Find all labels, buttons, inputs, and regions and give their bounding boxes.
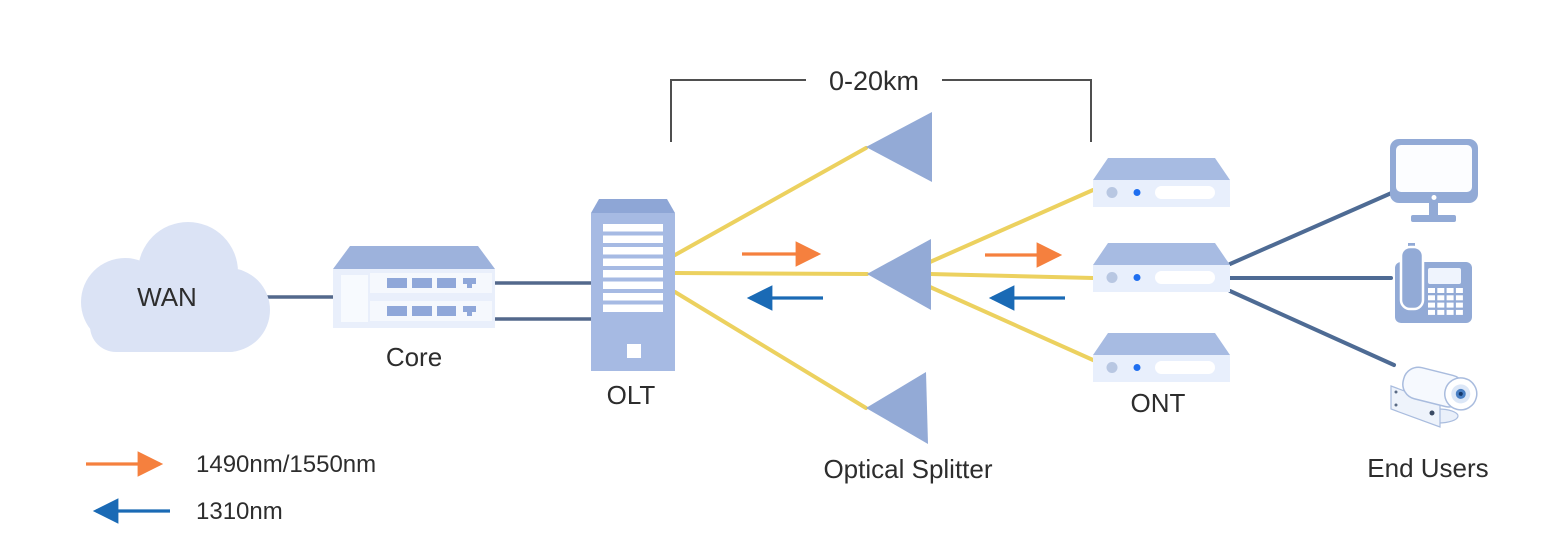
camera-body (1402, 366, 1478, 411)
ip-phone-icon (1395, 243, 1472, 323)
ont-led-2 (1133, 274, 1141, 281)
splitter-label: Optical Splitter (823, 454, 992, 484)
core-switch-icon (333, 246, 495, 328)
phone-display (1428, 268, 1461, 284)
legend: 1490nm/1550nm 1310nm (86, 451, 376, 525)
eth-ont-monitor (1228, 189, 1398, 266)
phone-keypad (1428, 288, 1463, 315)
fiber-olt-splitter-top (673, 146, 868, 257)
fiber-splitter-ont-2 (928, 272, 1095, 280)
end-users-label: End Users (1367, 453, 1488, 483)
cctv-camera-icon (1390, 366, 1478, 428)
distance-label: 0-20km (829, 66, 919, 96)
eth-ont-camera (1228, 289, 1396, 367)
ont-box-icon-2 (1093, 243, 1230, 292)
wan-cloud-icon: WAN (81, 222, 270, 352)
ont-led-3 (1133, 364, 1141, 371)
ont-label: ONT (1131, 388, 1186, 418)
core-ports-row-1 (387, 278, 476, 288)
fiber-olt-splitter-bottom (673, 290, 868, 410)
fiber-splitter-ont-3 (928, 285, 1095, 362)
fiber-splitter-ont-1 (928, 188, 1095, 264)
monitor-icon (1390, 139, 1478, 222)
core-ports-row-2 (387, 306, 476, 316)
phone-handset (1399, 245, 1425, 311)
olt-chassis-icon (591, 199, 675, 371)
optical-splitter-icon-mid (867, 239, 931, 310)
legend-downstream-label: 1490nm/1550nm (196, 451, 376, 478)
optical-splitter-icon-top (866, 112, 932, 182)
ont-box-icon-1 (1093, 158, 1230, 207)
legend-upstream-label: 1310nm (196, 498, 283, 525)
wan-label: WAN (137, 282, 197, 312)
olt-slats (603, 224, 663, 358)
distance-bracket: 0-20km (670, 61, 1092, 142)
fiber-olt-splitter-mid (673, 271, 869, 276)
optical-splitter-icon-bottom (866, 372, 928, 444)
olt-label: OLT (607, 380, 656, 410)
ont-box-icon-3 (1093, 333, 1230, 382)
ont-led-1 (1133, 189, 1141, 196)
core-label: Core (386, 342, 442, 372)
